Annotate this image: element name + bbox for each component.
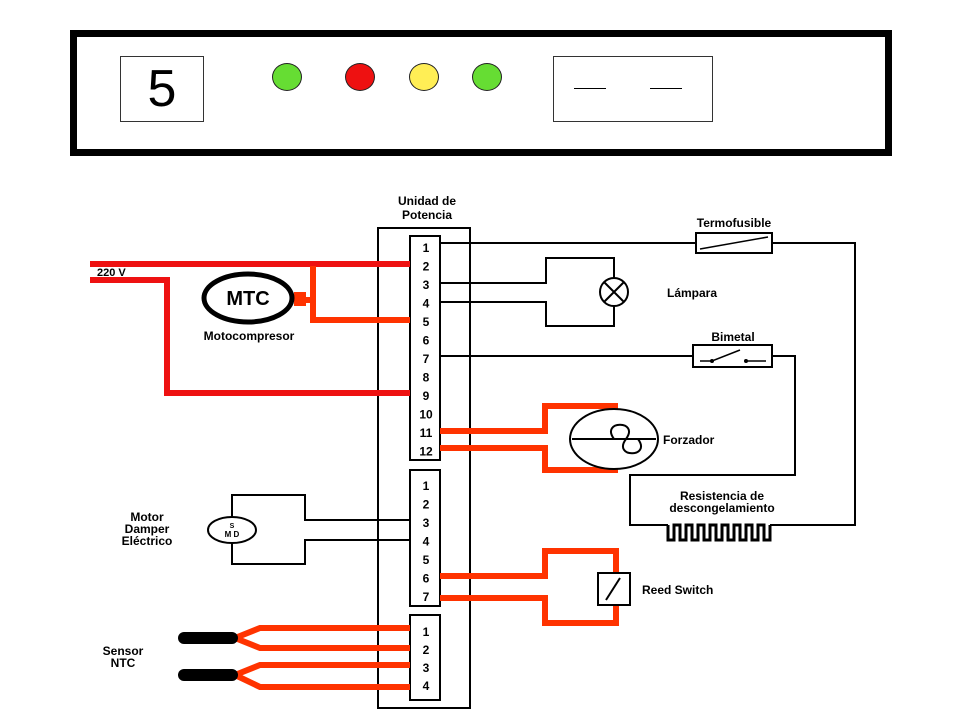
damper-wire — [231, 494, 410, 565]
reed-switch-contact — [605, 577, 621, 601]
led-1 — [272, 63, 302, 91]
damper-label-3: Eléctrico — [122, 534, 173, 548]
fan-label: Forzador — [663, 433, 715, 447]
sensor-label-1: Sensor — [103, 644, 144, 658]
heater-label-2: descongelamiento — [669, 501, 774, 515]
damper-symbol — [207, 516, 257, 544]
connector-1-pin-9: 9 — [423, 389, 430, 403]
compressor-ellipse — [201, 271, 295, 325]
power-unit-box — [377, 227, 471, 709]
thermal-fuse-wire — [440, 242, 856, 526]
led-2 — [345, 63, 375, 91]
power-label: 220 V — [97, 267, 126, 279]
power-unit-title-1: Unidad de — [398, 194, 456, 208]
lamp-cross — [603, 281, 625, 303]
thermal-fuse-element — [699, 236, 769, 250]
led-3 — [409, 63, 439, 91]
bimetal-label: Bimetal — [711, 330, 754, 344]
damper-label-1: Motor — [130, 510, 164, 524]
fan-blades — [572, 423, 656, 455]
led-4 — [472, 63, 502, 91]
connector-2-pin-5: 5 — [423, 553, 430, 567]
mains-wire-9 — [90, 277, 410, 396]
sensor-2-probe — [178, 669, 238, 681]
reed-switch-wire — [440, 548, 619, 626]
damper-symbol-top: S — [230, 523, 235, 530]
compressor-symbol-text: MTC — [226, 288, 269, 310]
connector-1-pin-4: 4 — [423, 297, 430, 311]
power-unit-title-2: Potencia — [402, 208, 452, 222]
connector-2-pin-4: 4 — [423, 535, 430, 549]
code-display: 5 — [120, 56, 204, 122]
lamp-wire — [440, 257, 615, 327]
damper-symbol-text: M D — [225, 530, 240, 539]
heater-label-1: Resistencia de — [680, 489, 764, 503]
thermal-fuse-label: Termofusible — [697, 216, 772, 230]
mains-wires — [90, 261, 410, 396]
answer-dash-2 — [650, 88, 682, 89]
compressor-terminal — [294, 292, 306, 306]
connector-2 — [409, 469, 441, 607]
sensor-2-wire — [233, 662, 410, 690]
connector-1-pin-6: 6 — [423, 334, 430, 348]
damper-label-2: Damper — [125, 522, 170, 536]
connector-2-pin-1: 1 — [423, 479, 430, 493]
connector-3-pin-3: 3 — [423, 661, 430, 675]
answer-display — [553, 56, 713, 122]
connector-3-pin-4: 4 — [423, 679, 430, 693]
heater-element — [666, 523, 772, 542]
bimetal — [692, 344, 773, 368]
connector-3-pin-1: 1 — [423, 625, 430, 639]
connector-2-pin-2: 2 — [423, 498, 430, 512]
reed-switch-label: Reed Switch — [642, 583, 713, 597]
status-panel — [70, 30, 892, 156]
bimetal-wire — [440, 355, 796, 526]
connector-3-pins: 1 2 3 4 — [423, 625, 430, 693]
connector-1-pin-1: 1 — [423, 241, 430, 255]
connector-1-pin-11: 11 — [420, 426, 433, 440]
connector-1-pin-12: 12 — [419, 445, 433, 459]
connector-2-pin-7: 7 — [423, 590, 430, 604]
sensor-1-wire — [233, 625, 410, 651]
connector-3 — [409, 614, 441, 701]
compressor-wire — [298, 266, 410, 323]
connector-1-pin-3: 3 — [423, 278, 430, 292]
connector-3-pin-2: 2 — [423, 643, 430, 657]
connector-1-pin-2: 2 — [423, 260, 430, 274]
lamp-label: Lámpara — [667, 286, 717, 300]
connector-1-pin-7: 7 — [423, 352, 430, 366]
sensor-1-probe — [178, 632, 238, 644]
connector-2-pin-6: 6 — [423, 572, 430, 586]
sensor-label-2: NTC — [111, 656, 136, 670]
connector-2-pin-3: 3 — [423, 516, 430, 530]
connector-1-pin-10: 10 — [419, 408, 433, 422]
connector-1-pin-5: 5 — [423, 315, 430, 329]
connector-2-pins: 1 2 3 4 5 6 7 — [423, 479, 430, 604]
connector-1 — [409, 235, 441, 461]
answer-dash-1 — [574, 88, 606, 89]
compressor-label: Motocompresor — [204, 329, 295, 343]
connector-1-pin-8: 8 — [423, 371, 430, 385]
